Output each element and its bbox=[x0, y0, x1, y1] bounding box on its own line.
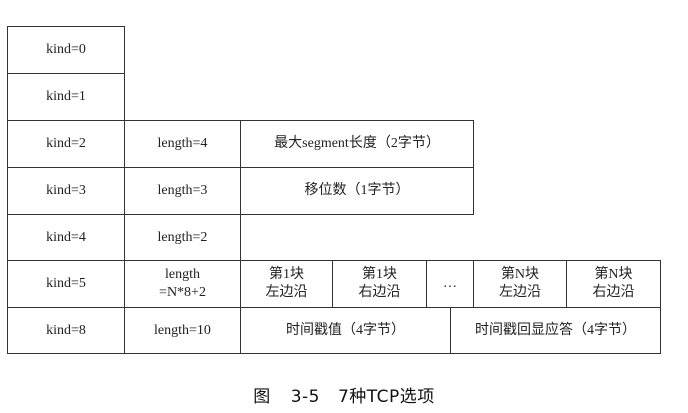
length-label: length bbox=[165, 267, 200, 282]
length-label: length=4 bbox=[157, 136, 208, 151]
ellipsis-cell: … bbox=[426, 260, 474, 308]
kind-5-cell: kind=5 bbox=[7, 260, 125, 308]
kind-label: kind=0 bbox=[46, 42, 86, 57]
kind-2-cell: kind=2 bbox=[7, 120, 125, 168]
kind-label: kind=2 bbox=[46, 136, 86, 151]
length-label: length=2 bbox=[157, 229, 208, 245]
length-label: length=10 bbox=[154, 322, 211, 338]
kind-label: kind=8 bbox=[46, 322, 86, 338]
mss-cell: 最大segment长度（2字节） bbox=[240, 120, 474, 168]
length-label: length=3 bbox=[157, 183, 208, 198]
sack-edge-label: 左边沿 bbox=[499, 285, 541, 300]
kind-label: kind=4 bbox=[46, 229, 86, 245]
timestamp-echo-label: 时间戳回显应答（4字节） bbox=[475, 322, 636, 338]
caption-title: 7种TCP选项 bbox=[337, 387, 435, 407]
sack-edge-label: 右边沿 bbox=[592, 285, 635, 300]
length-4-cell: length=4 bbox=[124, 120, 241, 168]
timestamp-label: 时间戳值（4字节） bbox=[286, 322, 405, 338]
sack-block-label: 第N块 bbox=[594, 267, 633, 282]
sack-block-n-left: 第N块 左边沿 bbox=[473, 260, 567, 308]
sack-edge-label: 左边沿 bbox=[265, 285, 308, 300]
kind-label: kind=3 bbox=[46, 183, 86, 198]
kind-3-cell: kind=3 bbox=[7, 167, 125, 215]
caption-number: 3-5 bbox=[290, 387, 320, 407]
caption-figure-word: 图 bbox=[253, 387, 271, 407]
kind-8-cell: kind=8 bbox=[7, 307, 125, 354]
window-scale-label: 移位数（1字节） bbox=[304, 183, 410, 198]
window-scale-cell: 移位数（1字节） bbox=[240, 167, 474, 215]
sack-block-n-right: 第N块 右边沿 bbox=[566, 260, 661, 308]
sack-edge-label: 右边沿 bbox=[358, 285, 401, 300]
sack-block-label: 第1块 bbox=[362, 267, 397, 282]
kind-label: kind=1 bbox=[46, 89, 86, 104]
length-3-cell: length=3 bbox=[124, 167, 241, 215]
length-sack-cell: length =N*8+2 bbox=[124, 260, 241, 308]
kind-1-cell: kind=1 bbox=[7, 73, 125, 121]
ellipsis: … bbox=[443, 276, 457, 291]
timestamp-echo-cell: 时间戳回显应答（4字节） bbox=[450, 307, 661, 354]
mss-label: 最大segment长度（2字节） bbox=[274, 136, 440, 151]
timestamp-value-cell: 时间戳值（4字节） bbox=[240, 307, 451, 354]
kind-label: kind=5 bbox=[46, 276, 86, 291]
figure-caption: 图 3-5 7种TCP选项 bbox=[0, 382, 688, 407]
sack-block-label: 第N块 bbox=[500, 267, 540, 282]
length-2-cell: length=2 bbox=[124, 214, 241, 261]
sack-block-1-right: 第1块 右边沿 bbox=[332, 260, 427, 308]
kind-0-cell: kind=0 bbox=[7, 26, 125, 74]
sack-block-label: 第1块 bbox=[269, 267, 304, 282]
sack-block-1-left: 第1块 左边沿 bbox=[240, 260, 333, 308]
length-10-cell: length=10 bbox=[124, 307, 241, 354]
length-formula: =N*8+2 bbox=[159, 285, 206, 300]
kind-4-cell: kind=4 bbox=[7, 214, 125, 261]
